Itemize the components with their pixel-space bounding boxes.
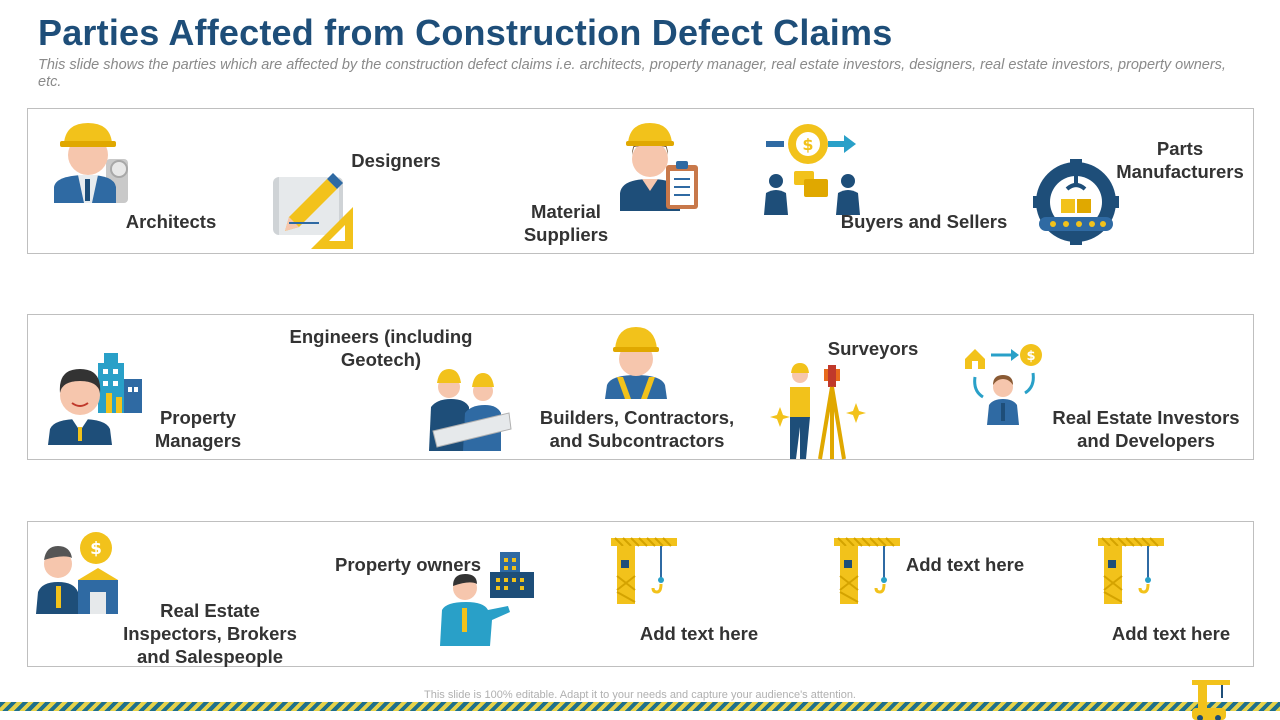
surveyor-icon xyxy=(770,363,866,460)
svg-text:$: $ xyxy=(90,539,102,559)
label-add-text-3: Add text here xyxy=(1111,623,1231,644)
label-add-text-2: Add text here xyxy=(905,554,1025,575)
label-investors: Real Estate Investors and Developers xyxy=(1052,407,1240,451)
property-owner-icon xyxy=(440,552,534,646)
label-inspectors: Real Estate Inspectors, Brokers and Sale… xyxy=(123,600,297,667)
label-material-suppliers: Material Suppliers xyxy=(523,201,609,245)
label-engineers: Engineers (including Geotech) xyxy=(289,326,473,370)
property-manager-icon xyxy=(48,353,142,445)
crane-logo-icon xyxy=(1192,680,1230,720)
svg-text:$: $ xyxy=(802,135,813,154)
row-1-panel: Architects Designers Material Suppliers xyxy=(27,108,1254,254)
dollar-gear-exchange-icon: $ xyxy=(764,124,860,215)
label-parts-manufacturers: Parts Manufacturers xyxy=(1116,138,1244,182)
label-buyers-sellers: Buyers and Sellers xyxy=(840,211,1008,232)
crane-icon xyxy=(1098,537,1164,604)
label-designers: Designers xyxy=(351,150,441,171)
label-add-text-1: Add text here xyxy=(639,623,759,644)
label-builders: Builders, Contractors, and Subcontractor… xyxy=(539,407,735,451)
builder-worker-icon xyxy=(605,327,667,399)
svg-text:$: $ xyxy=(1026,349,1035,364)
manufacturing-gear-icon xyxy=(1033,159,1119,245)
inspector-icon: $ xyxy=(36,532,118,614)
row-2-panel: Property Managers Engineers (including G… xyxy=(27,314,1254,460)
engineers-icon xyxy=(429,369,512,451)
worker-clipboard-icon xyxy=(620,123,698,211)
footer-note: This slide is 100% editable. Adapt it to… xyxy=(424,689,856,701)
footer-stripe xyxy=(0,702,1280,711)
label-surveyors: Surveyors xyxy=(827,338,919,359)
page-title: Parties Affected from Construction Defec… xyxy=(38,12,893,53)
blueprint-pencil-icon xyxy=(273,173,353,249)
architect-icon xyxy=(54,123,128,203)
page-subtitle: This slide shows the parties which are a… xyxy=(38,57,1226,90)
label-property-owners: Property owners xyxy=(335,554,481,575)
crane-icon xyxy=(834,537,900,604)
label-architects: Architects xyxy=(125,211,217,232)
label-property-managers: Property Managers xyxy=(154,407,242,451)
row-3-panel: $ Real Estate Inspectors, Brokers and Sa… xyxy=(27,521,1254,667)
investor-icon: $ xyxy=(965,344,1042,425)
crane-icon xyxy=(611,537,677,604)
